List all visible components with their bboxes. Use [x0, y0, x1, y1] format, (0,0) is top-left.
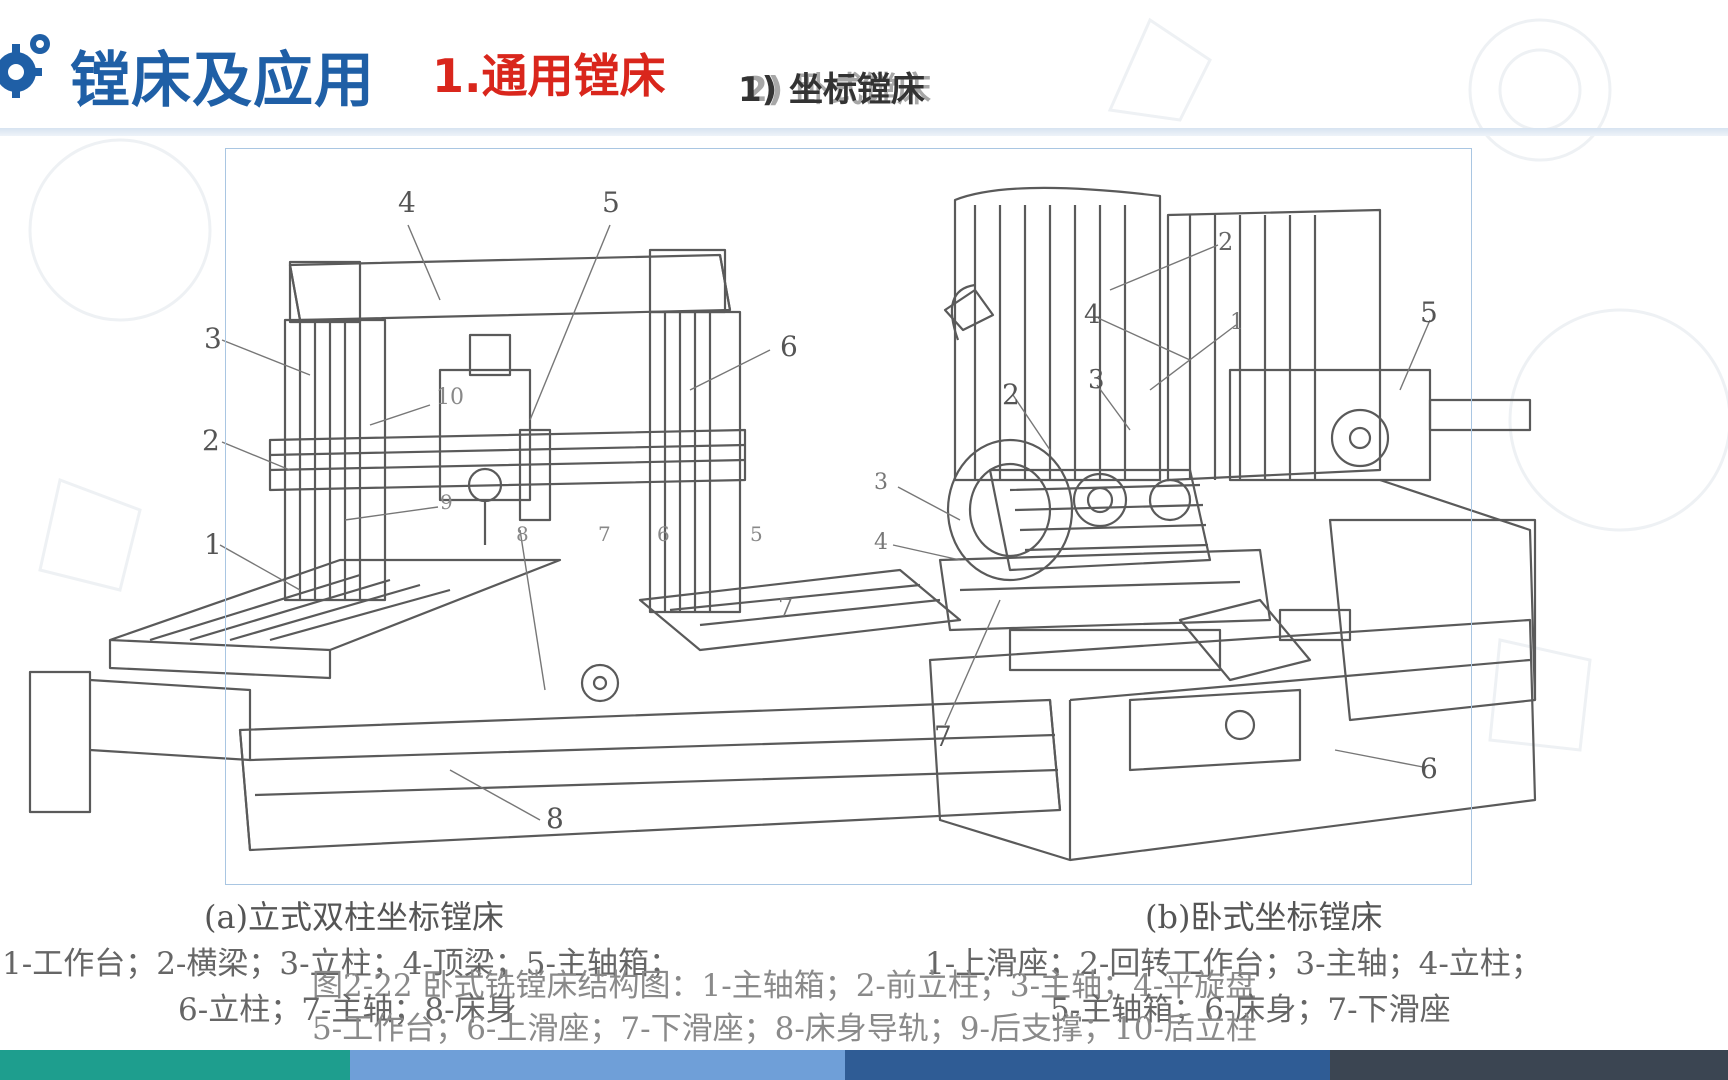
callout-right-2b: 2 — [1002, 378, 1020, 411]
section-title: 1.通用镗床 — [432, 49, 666, 103]
callout-left-9: 9 — [440, 490, 453, 514]
footer-segment-dark — [1330, 1050, 1728, 1080]
callout-left-6: 6 — [780, 330, 798, 363]
callout-right-3b: 3 — [874, 470, 888, 495]
callout-left-5: 5 — [602, 186, 620, 219]
callout-left-4: 4 — [398, 186, 416, 219]
header-divider — [0, 128, 1728, 136]
callout-right-7: 7 — [934, 720, 952, 753]
legend-a-line2: 6-立柱；7-主轴；8-床身 — [178, 992, 517, 1028]
footer-color-band — [0, 1050, 1728, 1080]
callout-left-7a: 7 — [598, 522, 611, 546]
legend-a-line1: 1-工作台；2-横梁；3-立柱；4-顶梁；5-主轴箱； — [2, 946, 680, 982]
footer-segment-teal — [0, 1050, 350, 1080]
callout-left-5a: 5 — [750, 522, 763, 546]
callout-right-2a: 2 — [1218, 228, 1234, 256]
overlay-caption-line2: 5-工作台；6-上滑座；7-下滑座；8-床身导轨；9-后支撑；10-后立柱 — [312, 1011, 1257, 1047]
boring-machine-drawing — [28, 186, 1537, 862]
caption-b: (b)卧式坐标镗床 — [1145, 898, 1383, 936]
overlay-caption-line1: 图2-22 卧式铣镗床结构图：1-主轴箱；2-前立柱；3-主轴；4-平旋盘 — [312, 968, 1257, 1004]
callout-right-5: 5 — [1420, 296, 1438, 329]
callout-left-3: 3 — [204, 322, 222, 355]
callout-right-6: 6 — [1420, 752, 1438, 785]
callout-left-2: 2 — [202, 424, 220, 457]
callout-left-7b: 7 — [778, 594, 794, 622]
sub-title-overlap: 2) 卧式镗床 — [744, 70, 932, 110]
callout-right-4b: 4 — [874, 530, 888, 555]
callout-right-4a: 4 — [1084, 300, 1101, 330]
callout-left-8b: 8 — [546, 802, 564, 835]
caption-a: (a)立式双柱坐标镗床 — [204, 898, 505, 936]
callout-left-6a: 6 — [657, 522, 670, 546]
sub-title: 1) 坐标镗床 — [738, 70, 926, 110]
callout-right-1: 1 — [1230, 310, 1244, 335]
brand-title: 镗床及应用 — [70, 46, 375, 116]
gear-icon — [0, 34, 50, 98]
callout-left-10: 10 — [436, 385, 464, 410]
callout-left-8a: 8 — [516, 522, 529, 546]
footer-segment-blue — [350, 1050, 845, 1080]
legend-b-line2: 5-主轴箱；6-床身；7-下滑座 — [1050, 992, 1451, 1028]
callout-right-3a: 3 — [1088, 365, 1105, 395]
slide-header: 镗床及应用 1.通用镗床 2) 卧式镗床 1) 坐标镗床 — [0, 0, 1728, 136]
callout-left-1: 1 — [204, 528, 222, 561]
footer-segment-navy — [845, 1050, 1330, 1080]
legend-b-line1: 1-上滑座；2-回转工作台；3-主轴；4-立柱； — [925, 946, 1542, 982]
